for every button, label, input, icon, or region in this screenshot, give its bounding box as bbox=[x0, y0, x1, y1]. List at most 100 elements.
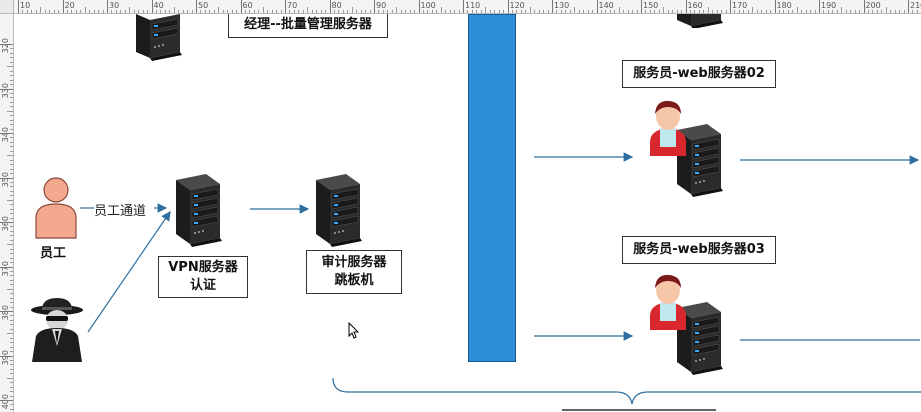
ruler-top-tick-label: 70 bbox=[287, 1, 298, 10]
manager-server-label: 经理--批量管理服务器 bbox=[228, 14, 388, 38]
ruler-top-tick-label: 160 bbox=[687, 1, 703, 10]
ruler-left-tick bbox=[0, 133, 13, 134]
ruler-top-minor-tick bbox=[458, 10, 460, 13]
ruler-left-tick bbox=[0, 266, 13, 268]
ruler-top-minor-tick bbox=[516, 10, 518, 13]
ruler-left-tick bbox=[0, 44, 13, 45]
ruler-top-minor-tick bbox=[916, 10, 918, 13]
ruler-top-minor-tick bbox=[556, 10, 558, 13]
ruler-top-tick-label: 170 bbox=[732, 1, 748, 10]
ruler-top-minor-tick bbox=[333, 10, 335, 13]
ruler-top-minor-tick bbox=[244, 10, 246, 13]
ruler-left-minor-tick bbox=[10, 101, 13, 103]
ruler-top-minor-tick bbox=[351, 7, 353, 13]
ruler-top-minor-tick bbox=[160, 10, 162, 13]
ruler-top-minor-tick bbox=[850, 10, 852, 13]
ruler-top-minor-tick bbox=[494, 10, 496, 13]
ruler-top-minor-tick bbox=[409, 10, 411, 13]
ruler-top-minor-tick bbox=[663, 7, 665, 13]
ruler-top-minor-tick bbox=[489, 10, 491, 13]
ruler-corner bbox=[0, 0, 14, 14]
ruler-top-minor-tick bbox=[71, 10, 73, 13]
ruler-top-minor-tick bbox=[876, 10, 878, 13]
ruler-top-minor-tick bbox=[485, 7, 487, 13]
ruler-top-minor-tick bbox=[747, 10, 749, 13]
ruler-top-minor-tick bbox=[627, 10, 629, 13]
ruler-top-minor-tick bbox=[534, 10, 536, 13]
ruler-top-minor-tick bbox=[792, 10, 794, 13]
ruler-top-minor-tick bbox=[182, 10, 184, 13]
ruler-left-minor-tick bbox=[10, 204, 13, 206]
ruler-top-minor-tick bbox=[810, 10, 812, 13]
ruler-top-minor-tick bbox=[845, 10, 847, 13]
ruler-top-tick bbox=[507, 0, 509, 13]
ruler-top-minor-tick bbox=[53, 10, 55, 13]
ruler-left-minor-tick bbox=[10, 408, 13, 410]
ruler-top-minor-tick bbox=[31, 10, 33, 13]
vpn-server-label: VPN服务器 认证 bbox=[158, 256, 248, 298]
ruler-top-minor-tick bbox=[520, 10, 522, 13]
ruler-top-minor-tick bbox=[307, 7, 309, 13]
ruler-left-minor-tick bbox=[10, 70, 13, 72]
ruler-top-minor-tick bbox=[236, 10, 238, 13]
ruler-top-minor-tick bbox=[218, 7, 220, 13]
ruler-top-minor-tick bbox=[187, 10, 189, 13]
ruler-left-minor-tick bbox=[10, 253, 13, 255]
ruler-left-minor-tick bbox=[7, 244, 13, 246]
ruler-left-minor-tick bbox=[10, 293, 13, 295]
ruler-top-minor-tick bbox=[436, 10, 438, 13]
ruler-top-tick-label: 190 bbox=[821, 1, 837, 10]
intruder-arrow bbox=[87, 211, 171, 333]
ruler-top-minor-tick bbox=[569, 10, 571, 13]
ruler-top-minor-tick bbox=[293, 10, 295, 13]
ruler-top-minor-tick bbox=[391, 10, 393, 13]
ruler-left-minor-tick bbox=[10, 75, 13, 77]
ruler-top-minor-tick bbox=[253, 10, 255, 13]
ruler-left-minor-tick bbox=[10, 119, 13, 121]
ruler-top-minor-tick bbox=[267, 10, 269, 13]
audit-server-label: 审计服务器 跳板机 bbox=[306, 250, 402, 294]
ruler-top-minor-tick bbox=[827, 10, 829, 13]
ruler-top-minor-tick bbox=[356, 10, 358, 13]
ruler-top-tick-label: 60 bbox=[242, 1, 253, 10]
ruler-left-minor-tick bbox=[10, 235, 13, 237]
ruler-top-minor-tick bbox=[859, 10, 861, 13]
ruler-top-tick bbox=[774, 0, 776, 13]
web03-server-label: 服务员-web服务器03 bbox=[622, 236, 776, 264]
ruler-top-tick-label: 180 bbox=[776, 1, 792, 10]
ruler-top-minor-tick bbox=[382, 10, 384, 13]
ruler-top-tick bbox=[819, 0, 820, 13]
ruler-top-tick bbox=[685, 0, 687, 13]
ruler-top-minor-tick bbox=[614, 10, 616, 13]
ruler-top-tick-label: 30 bbox=[109, 1, 120, 10]
ruler-left-minor-tick bbox=[10, 262, 13, 264]
ruler-left-minor-tick bbox=[10, 297, 13, 299]
ruler-top-tick bbox=[908, 0, 909, 13]
ruler-left-minor-tick bbox=[10, 52, 13, 54]
ruler-left-minor-tick bbox=[10, 137, 13, 139]
ruler-left-minor-tick bbox=[10, 315, 13, 317]
hacker-icon bbox=[31, 298, 83, 362]
ruler-left-minor-tick bbox=[10, 61, 13, 63]
ruler-top-minor-tick bbox=[467, 10, 469, 13]
manager-server-icon bbox=[135, 14, 182, 62]
ruler-top-minor-tick bbox=[689, 10, 691, 13]
ruler-left-tick bbox=[0, 355, 13, 357]
ruler-top-minor-tick bbox=[422, 10, 424, 13]
ruler-left-minor-tick bbox=[10, 190, 13, 192]
ruler-top-minor-tick bbox=[712, 10, 714, 13]
ruler-left-minor-tick bbox=[10, 404, 13, 406]
ruler-top-minor-tick bbox=[35, 10, 37, 13]
ruler-top-minor-tick bbox=[672, 10, 674, 13]
ruler-top-minor-tick bbox=[618, 7, 620, 13]
ruler-top-minor-tick bbox=[538, 10, 540, 13]
ruler-left-minor-tick bbox=[10, 141, 13, 143]
ruler-left-minor-tick bbox=[10, 368, 13, 370]
ruler-top-minor-tick bbox=[832, 10, 834, 13]
ruler-left-minor-tick bbox=[10, 382, 13, 384]
ruler-top-minor-tick bbox=[147, 10, 149, 13]
ruler-top-minor-tick bbox=[823, 10, 825, 13]
ruler-top-tick-label: 50 bbox=[198, 1, 209, 10]
ruler-top-minor-tick bbox=[75, 10, 77, 13]
ruler-left-minor-tick bbox=[10, 230, 13, 232]
